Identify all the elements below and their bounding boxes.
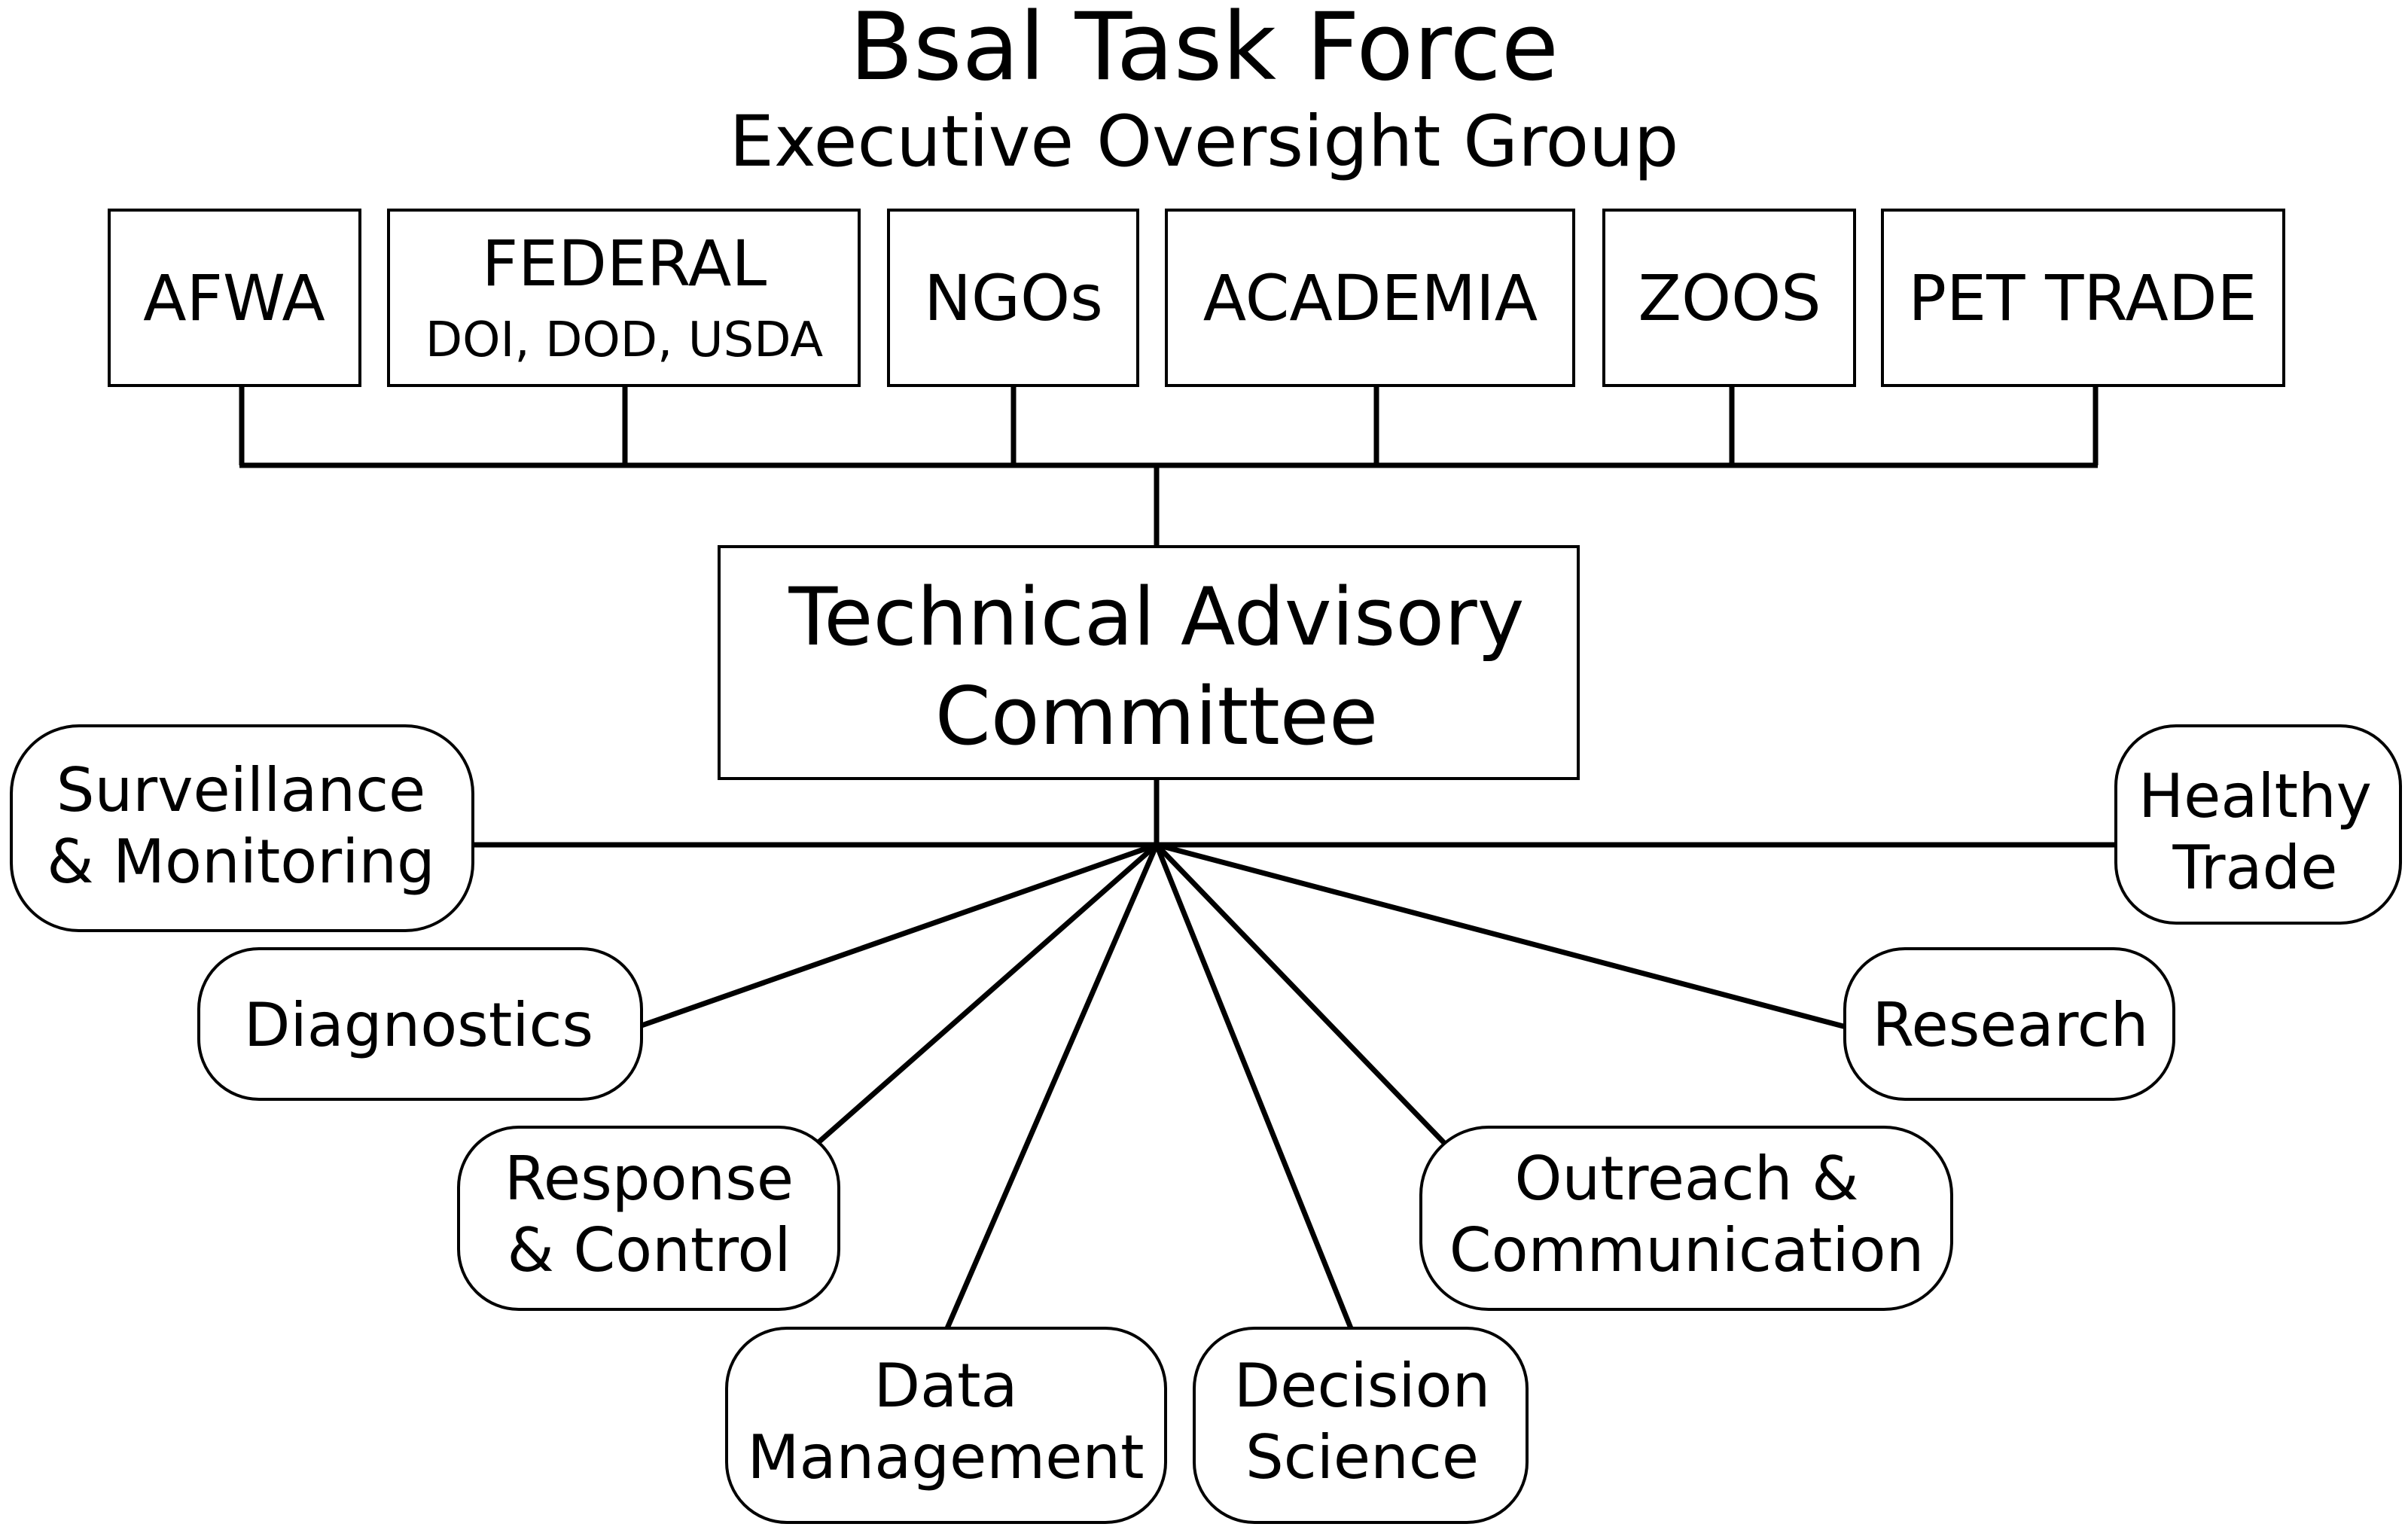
connector-outreach <box>1154 843 1448 1147</box>
wg-label-line-1: Data <box>873 1351 1017 1421</box>
member-label: PET TRADE <box>1908 261 2257 335</box>
wg-box <box>2114 724 2402 925</box>
chart-subtitle: Executive Oversight Group <box>730 101 1679 183</box>
member-box <box>1881 209 2285 387</box>
committee-label-line-2: Committee <box>935 670 1378 763</box>
wg-label-line-2: Science <box>1245 1422 1479 1492</box>
member-label: NGOs <box>924 261 1103 335</box>
member-box <box>1602 209 1856 387</box>
wg-surveillance-monitoring: Surveillance & Monitoring <box>10 724 474 932</box>
connector-data <box>944 843 1160 1330</box>
wg-data-management: Data Management <box>725 1327 1167 1524</box>
wg-label-line-1: Diagnostics <box>244 990 593 1060</box>
wg-response-control: Response & Control <box>457 1126 840 1311</box>
wg-box <box>1419 1126 1953 1311</box>
wg-label-line-2: Communication <box>1449 1215 1925 1285</box>
wg-label-line-2: & Control <box>508 1215 791 1285</box>
wg-box <box>457 1126 840 1311</box>
member-afwa: AFWA <box>108 209 361 387</box>
member-zoos: ZOOS <box>1602 209 1856 387</box>
member-ngos: NGOs <box>887 209 1139 387</box>
wg-label-line-2: Trade <box>2172 833 2337 903</box>
wg-label-line-1: Surveillance <box>56 755 426 825</box>
wg-box <box>10 724 474 932</box>
wg-label-line-2: Management <box>748 1422 1145 1492</box>
wg-box <box>197 947 643 1101</box>
wg-label-line-1: Research <box>1873 990 2149 1060</box>
member-box <box>108 209 361 387</box>
oversight-members: AFWA FEDERAL DOI, DOD, USDA NGOs ACADEMI… <box>108 209 2285 387</box>
wg-box <box>725 1327 1167 1524</box>
member-box <box>387 209 861 387</box>
wg-decision-science: Decision Science <box>1193 1327 1529 1524</box>
member-sublabel: DOI, DOD, USDA <box>425 312 823 368</box>
working-group-connectors <box>473 779 2117 1330</box>
wg-outreach-communication: Outreach & Communication <box>1419 1126 1953 1311</box>
connector-decision <box>1154 843 1354 1330</box>
member-academia: ACADEMIA <box>1165 209 1575 387</box>
wg-label-line-2: & Monitoring <box>47 827 435 897</box>
member-label: ZOOS <box>1638 261 1821 335</box>
wg-label-line-1: Outreach & <box>1515 1144 1859 1214</box>
connector-research <box>1156 842 1847 1030</box>
member-pet-trade: PET TRADE <box>1881 209 2285 387</box>
wg-healthy-trade: Healthy Trade <box>2114 724 2402 925</box>
wg-research: Research <box>1843 947 2175 1101</box>
member-label: AFWA <box>143 261 325 335</box>
chart-title: Bsal Task Force <box>849 0 1559 102</box>
wg-label-line-1: Response <box>504 1144 794 1214</box>
wg-diagnostics: Diagnostics <box>197 947 643 1101</box>
working-groups: Surveillance & Monitoring Diagnostics Re… <box>10 724 2402 1524</box>
member-label: FEDERAL <box>482 227 767 300</box>
member-label: ACADEMIA <box>1203 261 1538 335</box>
member-federal: FEDERAL DOI, DOD, USDA <box>387 209 861 387</box>
committee-box <box>718 545 1580 780</box>
wg-box <box>1193 1327 1529 1524</box>
wg-label-line-1: Decision <box>1234 1351 1491 1421</box>
technical-advisory-committee: Technical Advisory Committee <box>718 545 1580 780</box>
member-box <box>1165 209 1575 387</box>
committee-label-line-1: Technical Advisory <box>788 571 1525 663</box>
oversight-connectors <box>239 386 2099 547</box>
connector-response <box>815 843 1159 1145</box>
wg-box <box>1843 947 2175 1101</box>
wg-label-line-1: Healthy <box>2138 761 2372 831</box>
connector-diagnostics <box>640 842 1158 1029</box>
member-box <box>887 209 1139 387</box>
